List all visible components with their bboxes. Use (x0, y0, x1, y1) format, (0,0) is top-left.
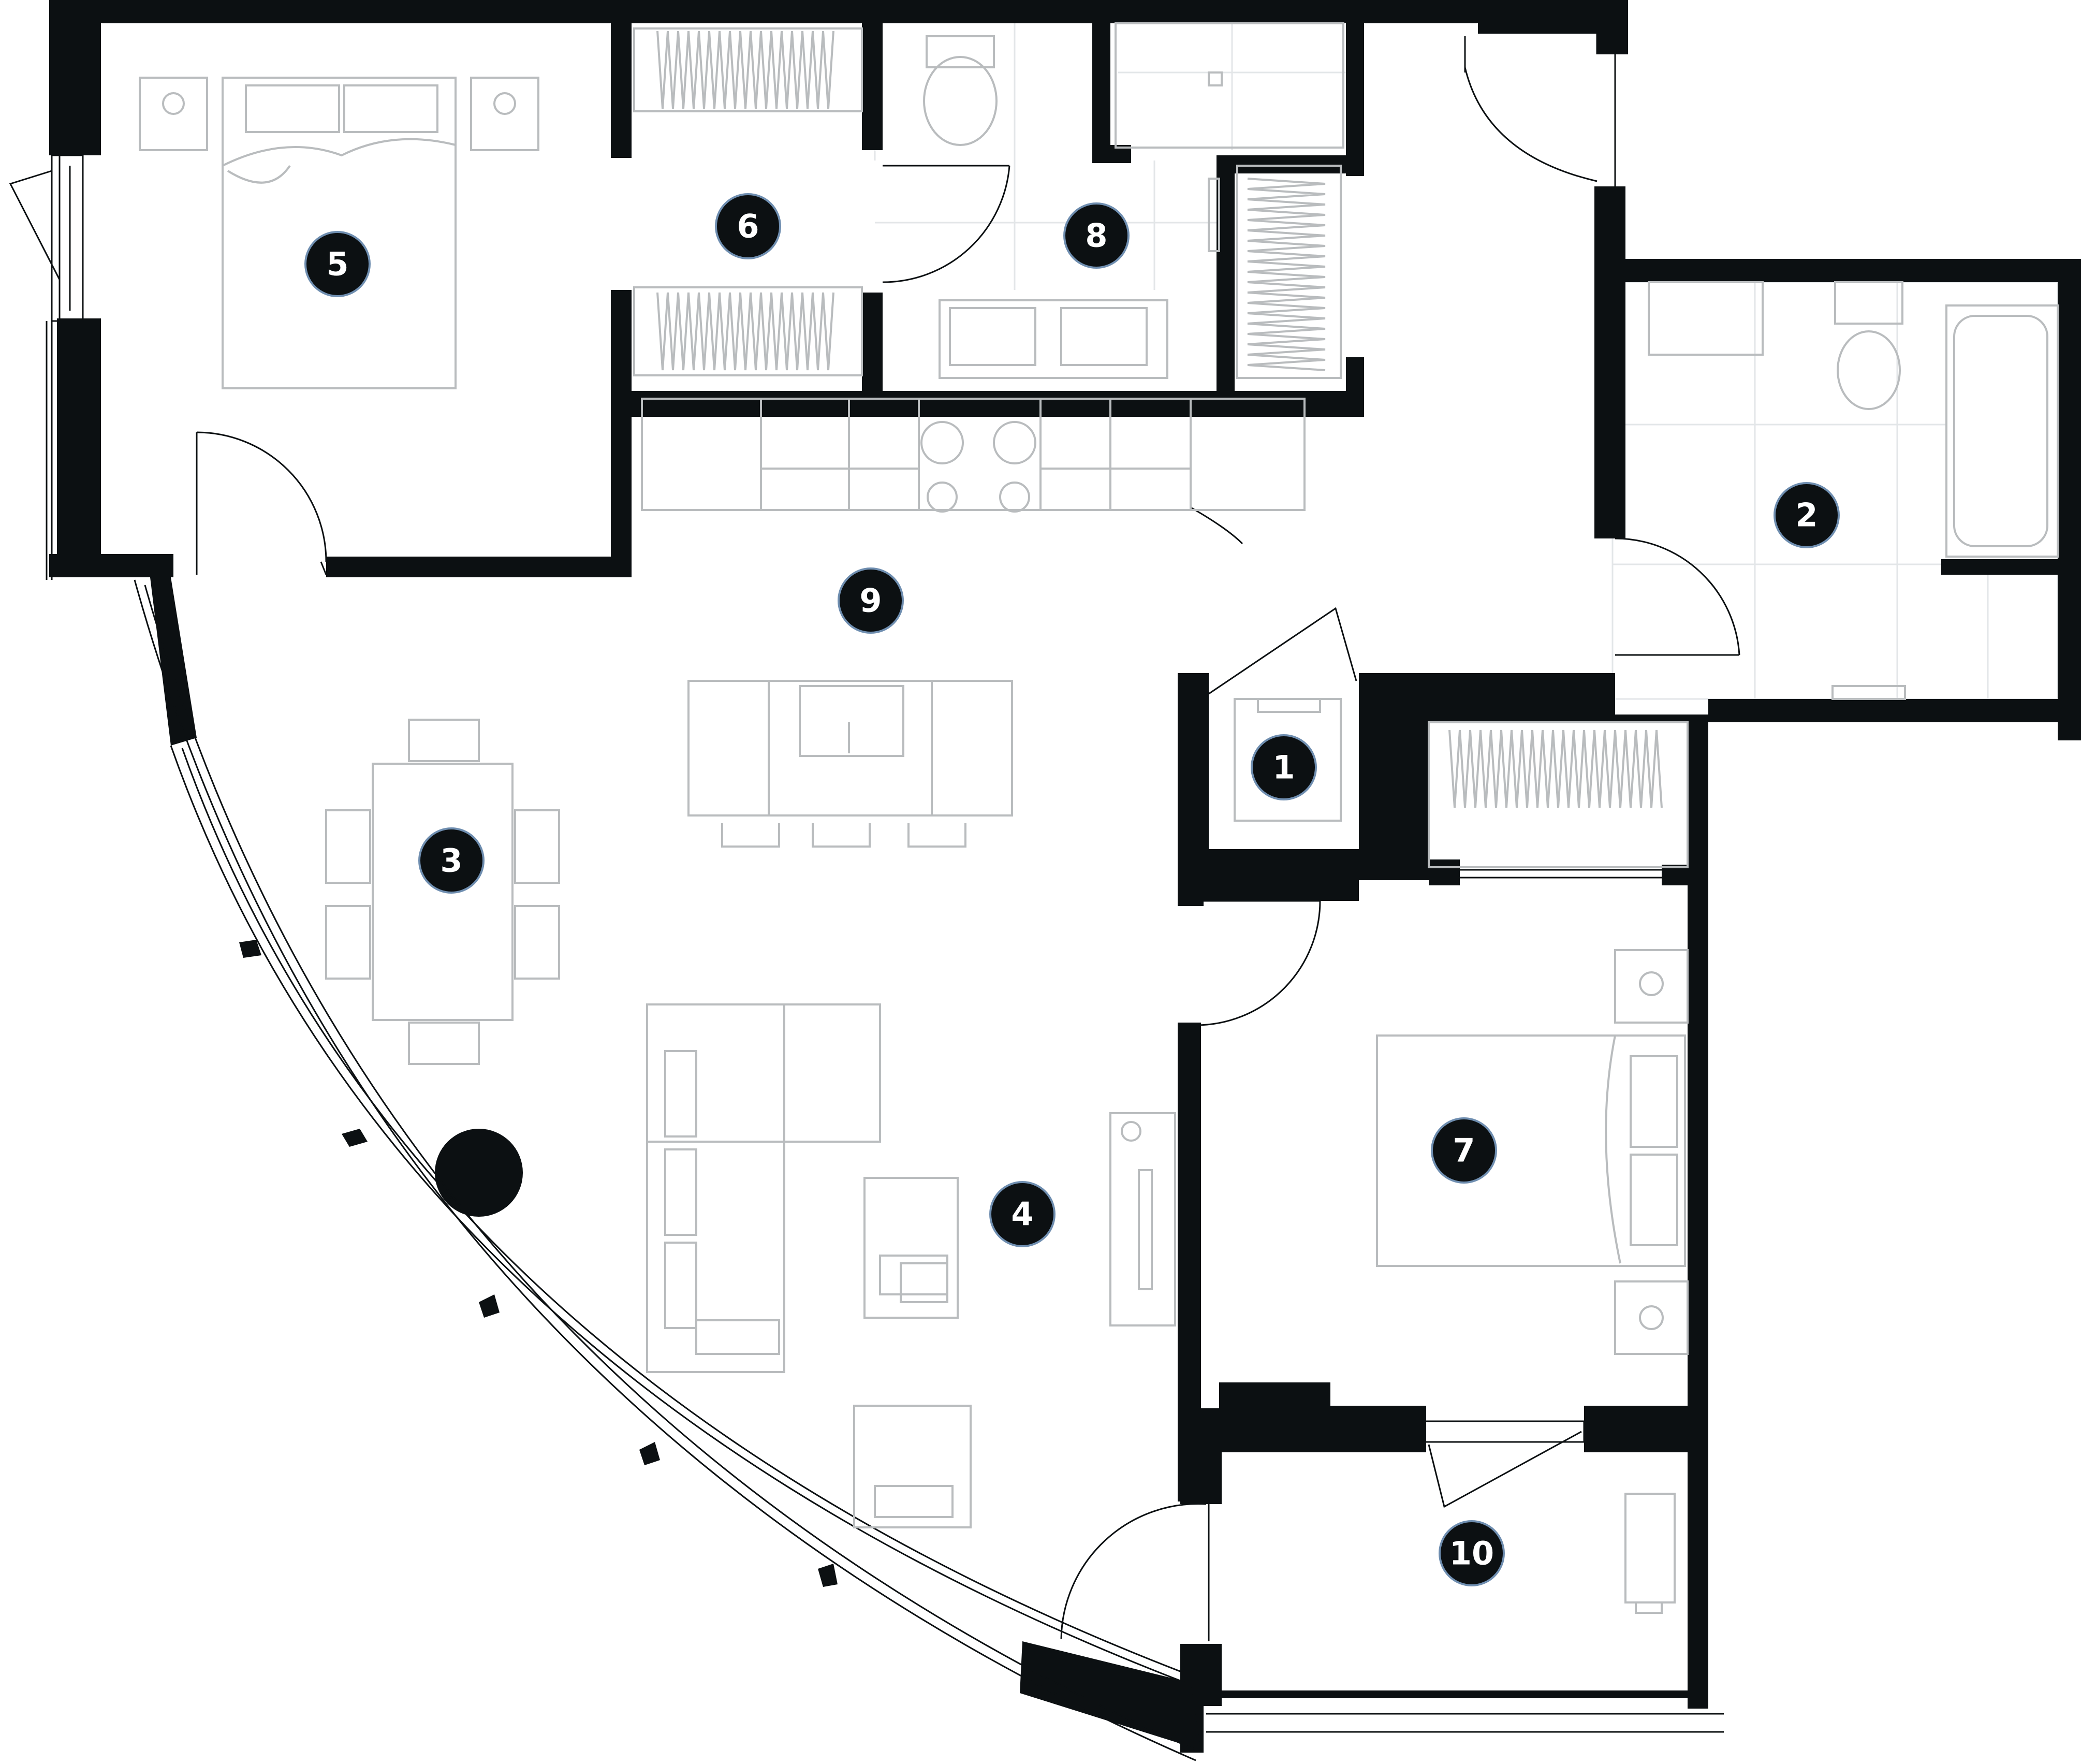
room-badge-4: 4 (989, 1181, 1056, 1247)
walls (49, 0, 2081, 1753)
svg-text:10: 10 (1449, 1535, 1494, 1572)
svg-text:7: 7 (1453, 1132, 1475, 1170)
closet-7-rails (1428, 721, 1689, 868)
column (435, 1129, 523, 1217)
closet-6-rails (633, 27, 863, 376)
room-badge-5: 5 (304, 231, 371, 297)
kitchen-counter (641, 398, 1306, 513)
living-room-furniture (646, 1003, 1176, 1528)
room-badge-10: 10 (1439, 1520, 1505, 1586)
dining-table (325, 719, 560, 1065)
kitchen-island (687, 680, 1013, 848)
bed-room-7 (1376, 949, 1689, 1355)
svg-text:6: 6 (737, 208, 759, 245)
bed-room-5 (139, 77, 539, 389)
svg-text:3: 3 (440, 842, 462, 880)
svg-text:8: 8 (1085, 217, 1107, 255)
room-badge-9: 9 (838, 567, 904, 634)
svg-text:4: 4 (1011, 1196, 1033, 1233)
room-10-appliance (1624, 1493, 1676, 1614)
room-badge-8: 8 (1063, 202, 1130, 269)
bath-8-fixtures (923, 22, 1344, 379)
room-badge-1: 1 (1251, 734, 1317, 800)
room-badge-3: 3 (418, 827, 485, 894)
doors (196, 34, 1740, 1641)
svg-text:5: 5 (326, 245, 348, 283)
bath-2-fixtures (1648, 281, 2059, 700)
room-badge-7: 7 (1431, 1117, 1497, 1184)
svg-text:9: 9 (859, 582, 882, 620)
closet-1-appliance (1234, 698, 1342, 822)
svg-text:1: 1 (1272, 749, 1295, 786)
room-badge-2: 2 (1774, 482, 1840, 548)
linen-closet-rails (1236, 165, 1342, 379)
curved-window (134, 579, 1724, 1761)
room-badge-6: 6 (715, 193, 781, 259)
bedroom-5-window (9, 154, 84, 580)
bathroom-2-tiles (1611, 281, 2059, 700)
svg-text:2: 2 (1795, 497, 1818, 534)
